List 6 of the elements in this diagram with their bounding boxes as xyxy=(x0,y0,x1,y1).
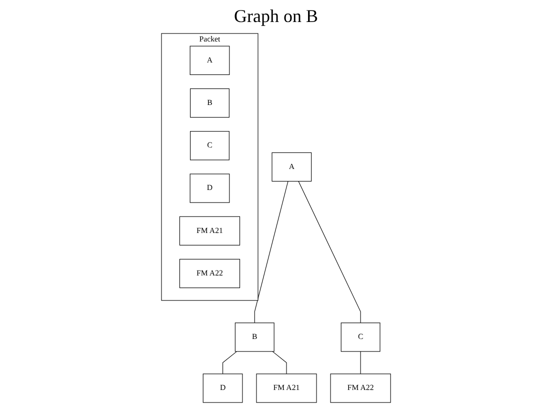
diagram-title: Graph on B xyxy=(233,6,319,27)
connector xyxy=(298,180,361,324)
connector xyxy=(222,351,238,374)
connector xyxy=(272,351,287,374)
connector xyxy=(360,351,361,374)
connector xyxy=(254,180,288,324)
